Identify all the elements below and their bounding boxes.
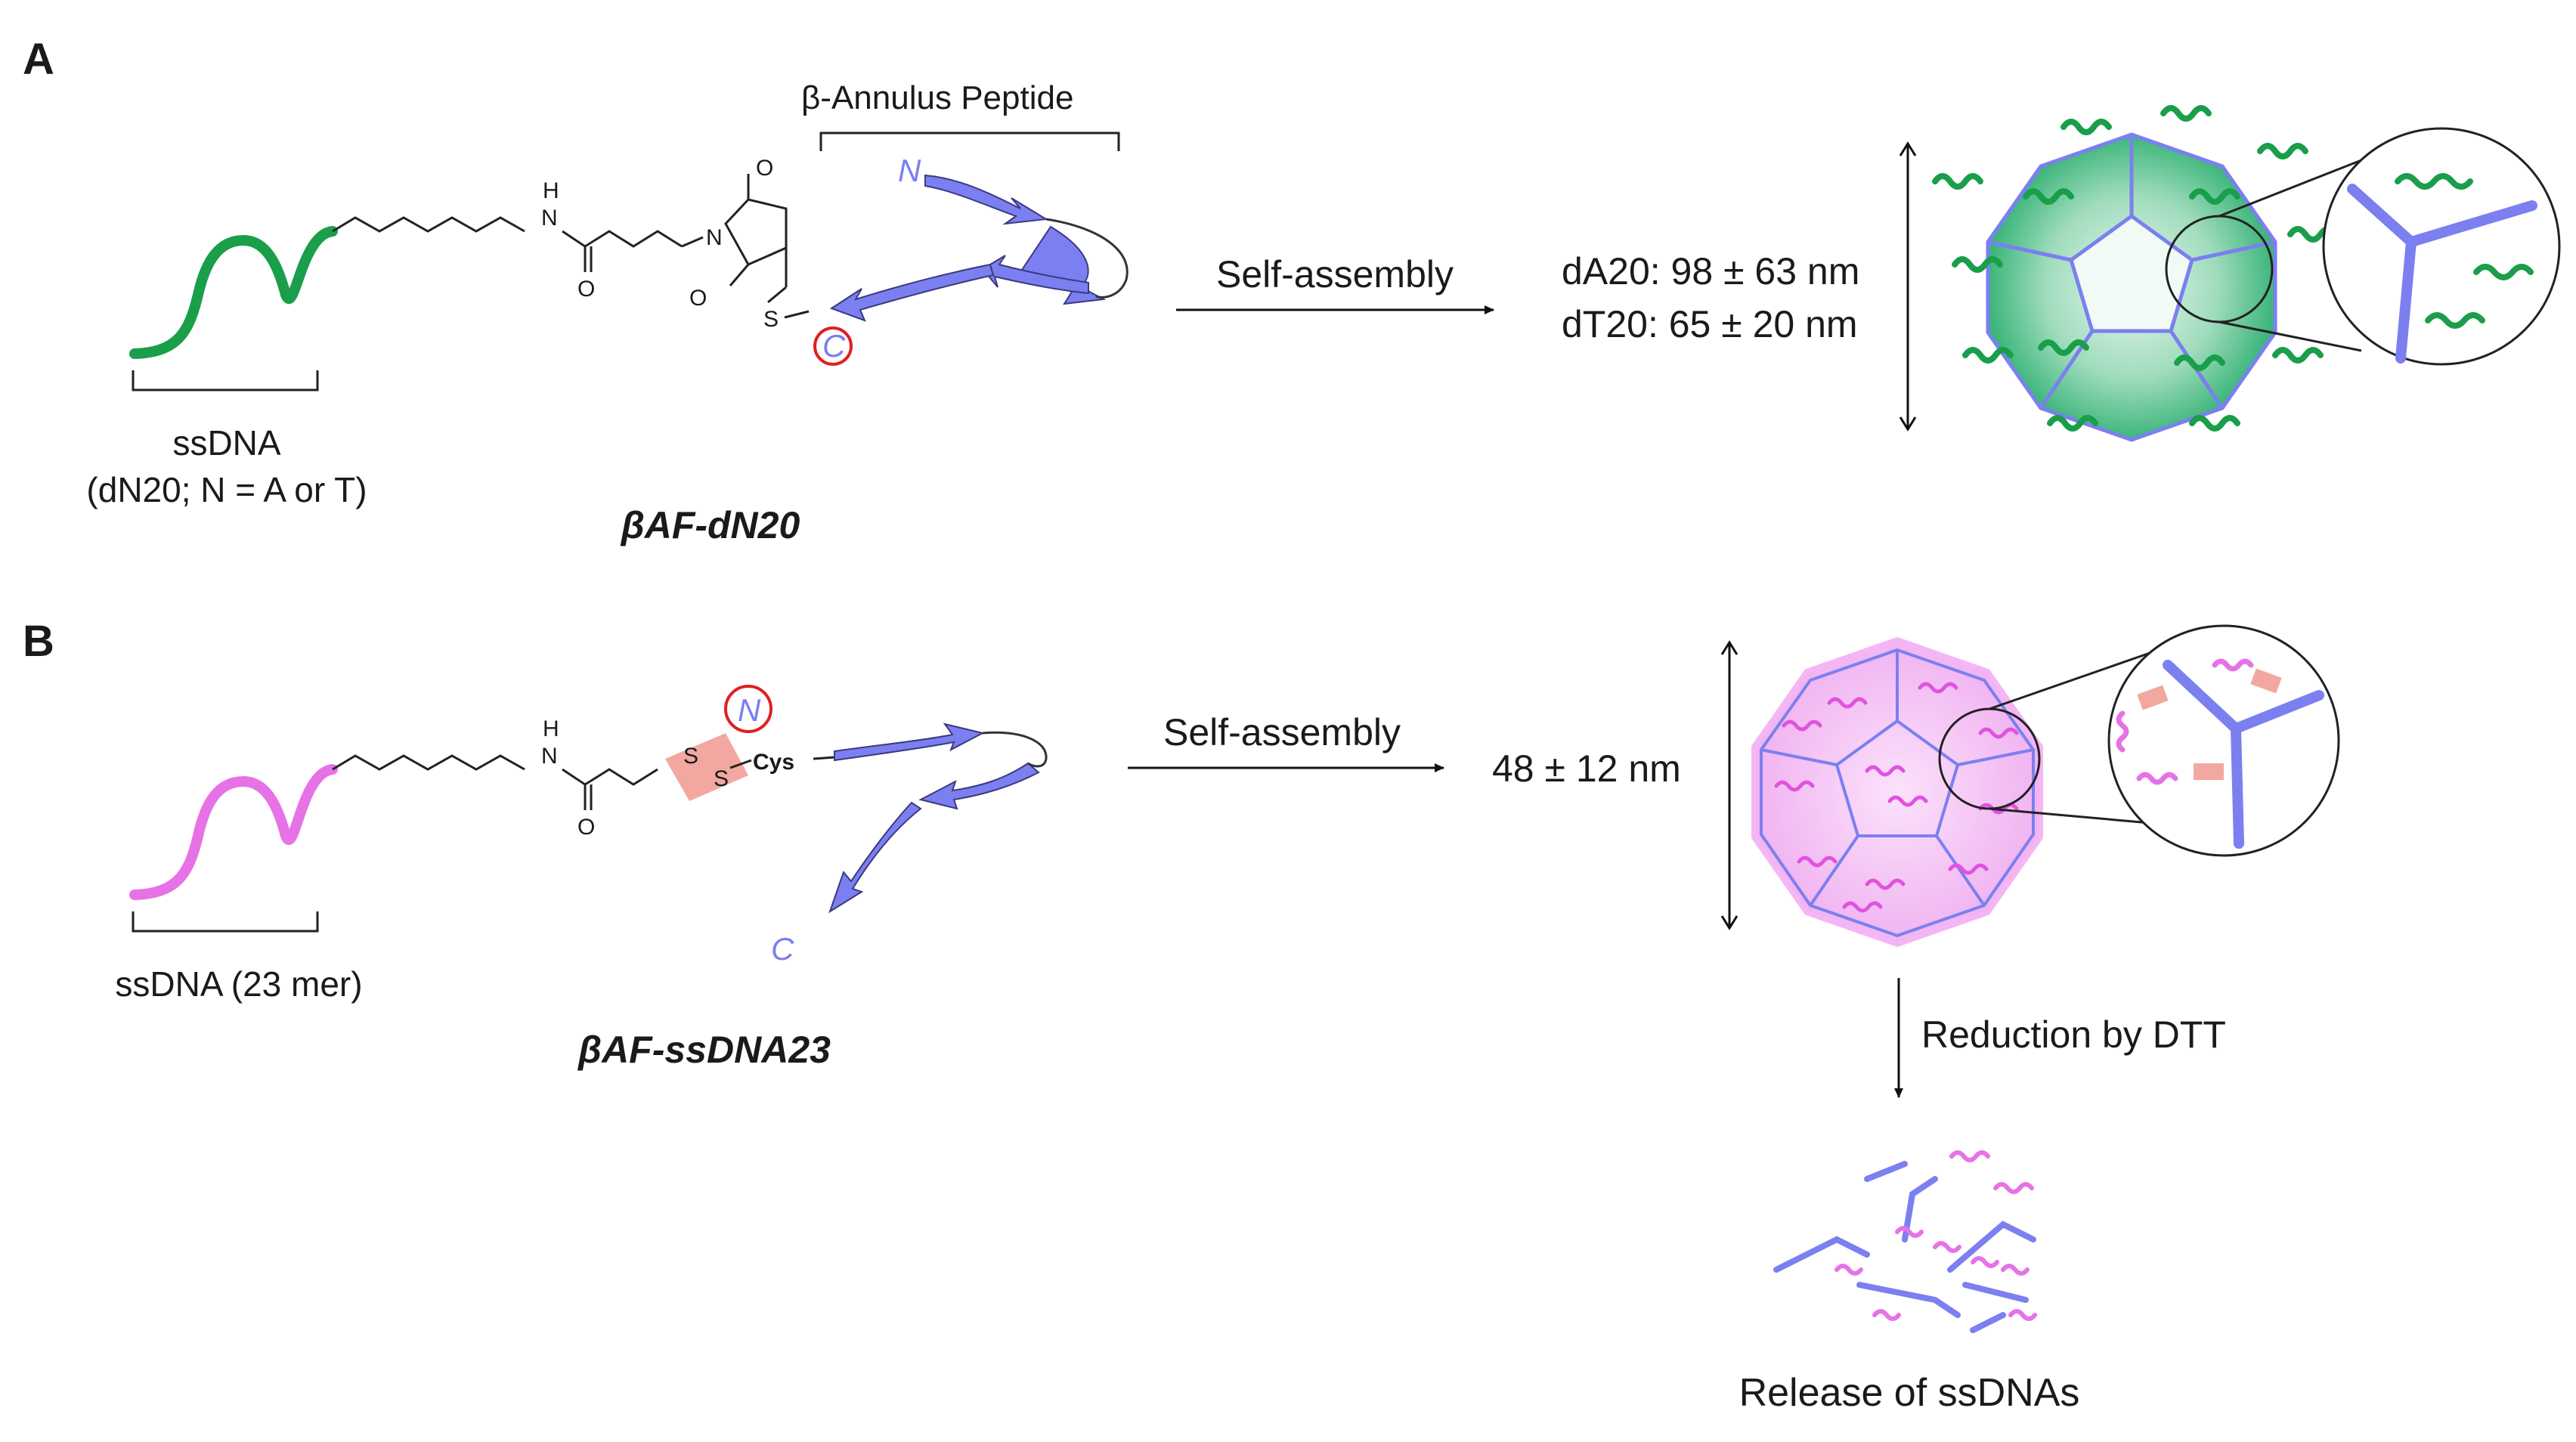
ssdna-bracket-b xyxy=(132,911,319,933)
zoom-line-b1 xyxy=(1989,650,2155,710)
s-c-bond xyxy=(784,310,810,319)
released-fragments xyxy=(1773,1150,2037,1333)
ssdna-label-b: ssDNA (23 mer) xyxy=(115,964,362,1004)
peptide-loop-a xyxy=(1045,218,1129,299)
size-b: 48 ± 12 nm xyxy=(1492,747,1681,790)
amide-n-b: N xyxy=(541,744,558,769)
c-term-a: C xyxy=(822,328,846,364)
n-term-circle-b xyxy=(724,685,772,733)
amide-h-a: H xyxy=(543,178,559,203)
size-bar-b-bottom xyxy=(1720,915,1738,930)
ring-o2: O xyxy=(689,286,707,311)
peptide-ribbon-a xyxy=(829,174,1107,322)
compound-name-b: βAF-ssDNA23 xyxy=(577,1029,831,1071)
cys-label: Cys xyxy=(753,750,794,775)
ssdna-strand-a xyxy=(129,226,338,359)
carbonyl-o-b: O xyxy=(577,815,595,840)
size-bar-a-top xyxy=(1899,141,1917,156)
compound-name-a: βAF-dN20 xyxy=(620,504,800,546)
size-bar-a-bottom xyxy=(1899,416,1917,432)
maleimide-bond xyxy=(681,236,704,248)
release-label: Release of ssDNAs xyxy=(1739,1371,2080,1415)
alkyl-chain-b xyxy=(332,754,525,771)
capsule-b xyxy=(1751,636,2043,948)
zoom-line-b2 xyxy=(1989,807,2160,825)
n-term-a: N xyxy=(898,153,921,188)
ssdna-strand-b xyxy=(129,764,338,900)
ring-carbonyl-2 xyxy=(729,264,750,286)
s-cys-bond xyxy=(729,759,752,769)
zoom-inset-b xyxy=(2107,624,2340,857)
sulfur-a: S xyxy=(763,307,779,332)
peptide-bracket xyxy=(819,132,1120,151)
cys-peptide-bond xyxy=(813,756,835,760)
amide-h-b: H xyxy=(543,716,559,741)
self-assembly-label-b: Self-assembly xyxy=(1163,711,1401,753)
alkyl-chain-a xyxy=(332,216,525,233)
ssdna-bracket-a xyxy=(132,370,319,391)
peptide-ribbon-b xyxy=(828,723,1040,914)
reduction-label: Reduction by DTT xyxy=(1921,1013,2226,1056)
peptide-loop-b xyxy=(982,731,1048,768)
size-da20: dA20: 98 ± 63 nm xyxy=(1562,250,1859,292)
zoom-inset-a xyxy=(2322,127,2561,366)
c-term-b: C xyxy=(771,931,794,967)
ssdna-label-a: ssDNA xyxy=(172,423,280,463)
ssdna-sublabel-a: (dN20; N = A or T) xyxy=(86,470,367,509)
disulfide-highlight xyxy=(665,733,748,801)
panel-b-letter: B xyxy=(23,617,54,666)
carbonyl-o-a: O xyxy=(577,277,595,302)
n-term-b: N xyxy=(738,692,761,728)
peptide-bracket-label: β-Annulus Peptide xyxy=(801,79,1073,116)
zoom-line-a2 xyxy=(2218,320,2362,352)
c-term-circle-a xyxy=(813,326,853,366)
linker-b xyxy=(562,768,658,786)
sulfur-b1: S xyxy=(683,744,698,769)
linker-a xyxy=(562,230,683,248)
ring-o1: O xyxy=(756,156,773,181)
self-assembly-label-a: Self-assembly xyxy=(1216,253,1454,296)
maleimide-n: N xyxy=(706,225,723,250)
sulfur-b2: S xyxy=(714,766,729,791)
thio-bond2 xyxy=(767,286,787,304)
capsule-a xyxy=(1932,105,2339,442)
size-bar-b-top xyxy=(1720,640,1738,655)
zoom-line-a1 xyxy=(2218,159,2362,218)
size-dt20: dT20: 65 ± 20 nm xyxy=(1562,303,1858,345)
panel-a-letter: A xyxy=(23,35,54,84)
amide-n-a: N xyxy=(541,206,558,231)
succinimide-ring xyxy=(724,198,788,266)
